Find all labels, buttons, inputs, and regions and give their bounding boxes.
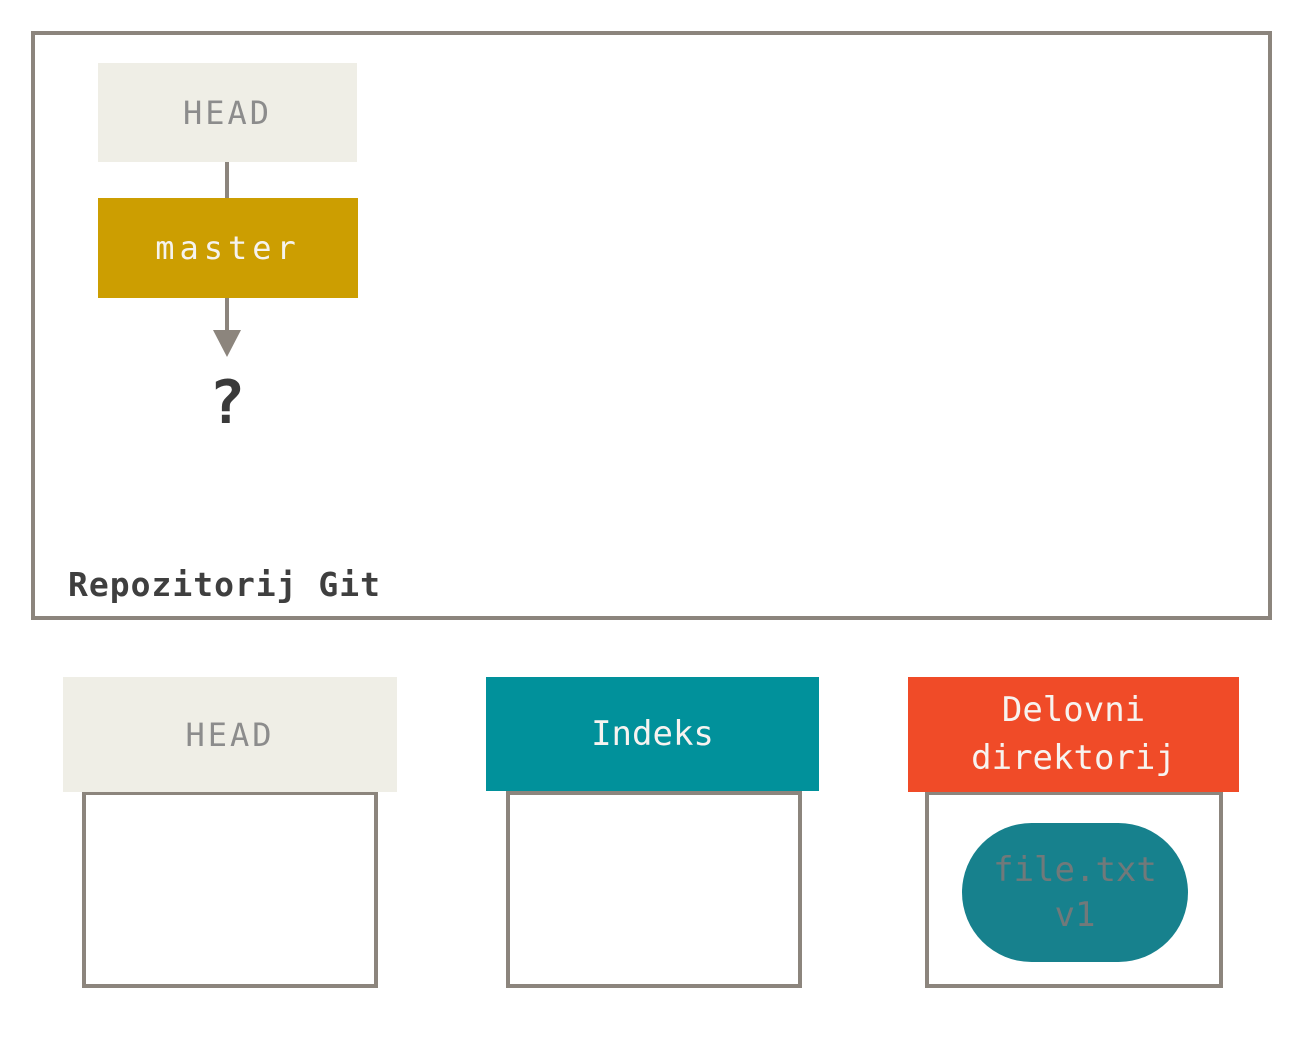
head-column-header: HEAD xyxy=(63,677,397,792)
head-column-body xyxy=(82,791,378,988)
unknown-commit-label: ? xyxy=(208,368,246,438)
branch-arrow-head-icon xyxy=(213,330,241,357)
branch-box: master xyxy=(98,198,358,298)
index-column-header: Indeks xyxy=(486,677,819,791)
index-column-body xyxy=(506,791,802,988)
head-pointer-label: HEAD xyxy=(182,93,273,132)
branch-label: master xyxy=(155,229,301,267)
index-column-label: Indeks xyxy=(591,714,714,754)
repository-frame: HEAD master ? Repozitorij Git xyxy=(31,31,1272,620)
file-name-label: file.txt xyxy=(993,850,1157,891)
repository-title: Repozitorij Git xyxy=(68,565,382,604)
file-node: file.txt v1 xyxy=(962,823,1188,962)
head-column-label: HEAD xyxy=(185,715,275,754)
working-directory-column-label: Delovni direktorij xyxy=(971,689,1176,778)
branch-arrow-shaft xyxy=(225,298,229,330)
working-directory-column-body: file.txt v1 xyxy=(925,791,1223,988)
file-version-label: v1 xyxy=(1054,894,1096,935)
working-directory-column-header: Delovni direktorij xyxy=(908,677,1239,792)
head-to-branch-connector xyxy=(225,162,229,198)
head-pointer-box: HEAD xyxy=(98,63,357,162)
